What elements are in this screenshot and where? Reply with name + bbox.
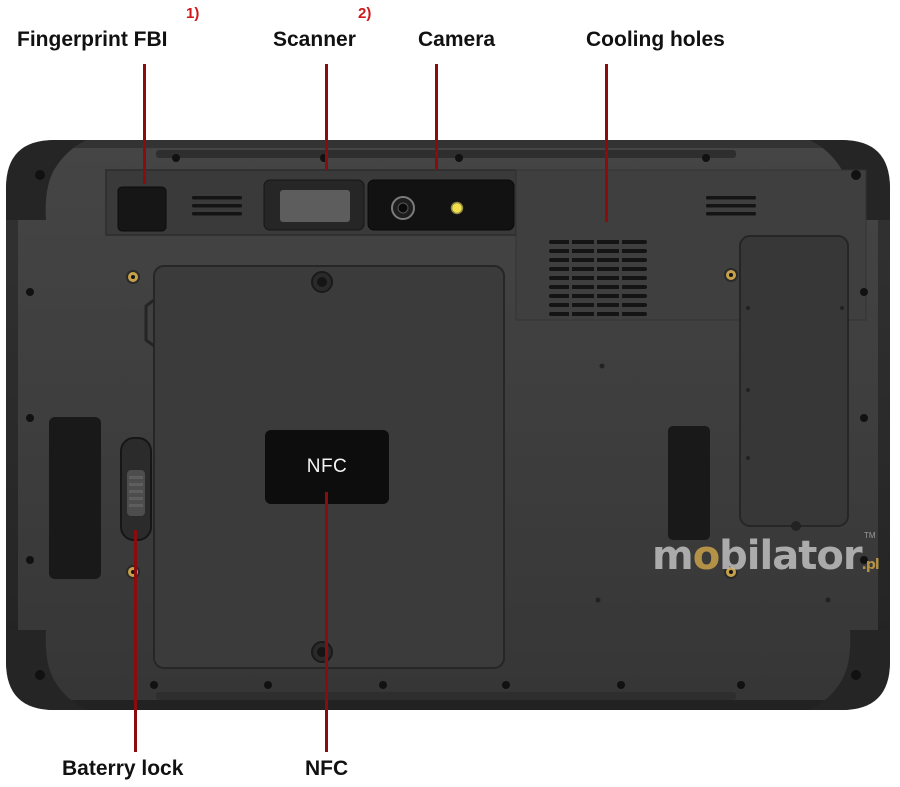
callout-scanner-label: Scanner [273,28,356,51]
bottom-rail [156,692,736,700]
callout-fingerprint-label: Fingerprint FBI [17,28,168,51]
fingerprint-sensor-icon [117,186,167,232]
tablet-back-view [6,140,890,710]
callout-battery-lock-label: Baterry lock [62,757,184,780]
callout-nfc-label: NFC [305,757,349,780]
corner-bumper-br [810,630,890,710]
screw-icon [311,271,333,293]
cooling-holes-grille [549,240,647,316]
callout-scanner-footnote: 2) [358,5,372,22]
leader-line-fingerprint [143,64,146,184]
screw-icon [311,641,333,663]
top-rail [156,150,736,158]
trademark-mark: TM [864,531,876,540]
scanner-window-icon [280,190,350,222]
callout-cooling-label: Cooling holes [586,28,725,51]
leader-line-scanner [325,64,328,170]
speaker-grille-right [706,196,756,216]
nfc-badge: NFC [265,430,389,504]
left-grip-pad [49,417,101,579]
leader-line-battery-lock [134,530,137,752]
leader-line-nfc [325,492,328,752]
access-panel [739,235,849,527]
corner-bumper-tl [6,140,86,220]
right-grip-pad [668,426,710,540]
corner-bumper-bl [6,630,86,710]
speaker-grille-left [192,196,242,216]
nfc-badge-text: NFC [306,456,348,477]
callout-camera-label: Camera [418,28,496,51]
leader-line-cooling [605,64,608,222]
brand-watermark: mobilator.pl [652,533,880,579]
flash-led-icon [450,201,464,215]
callout-fingerprint-footnote: 1) [186,5,200,22]
camera-module [367,179,515,231]
leader-line-camera [435,64,438,170]
